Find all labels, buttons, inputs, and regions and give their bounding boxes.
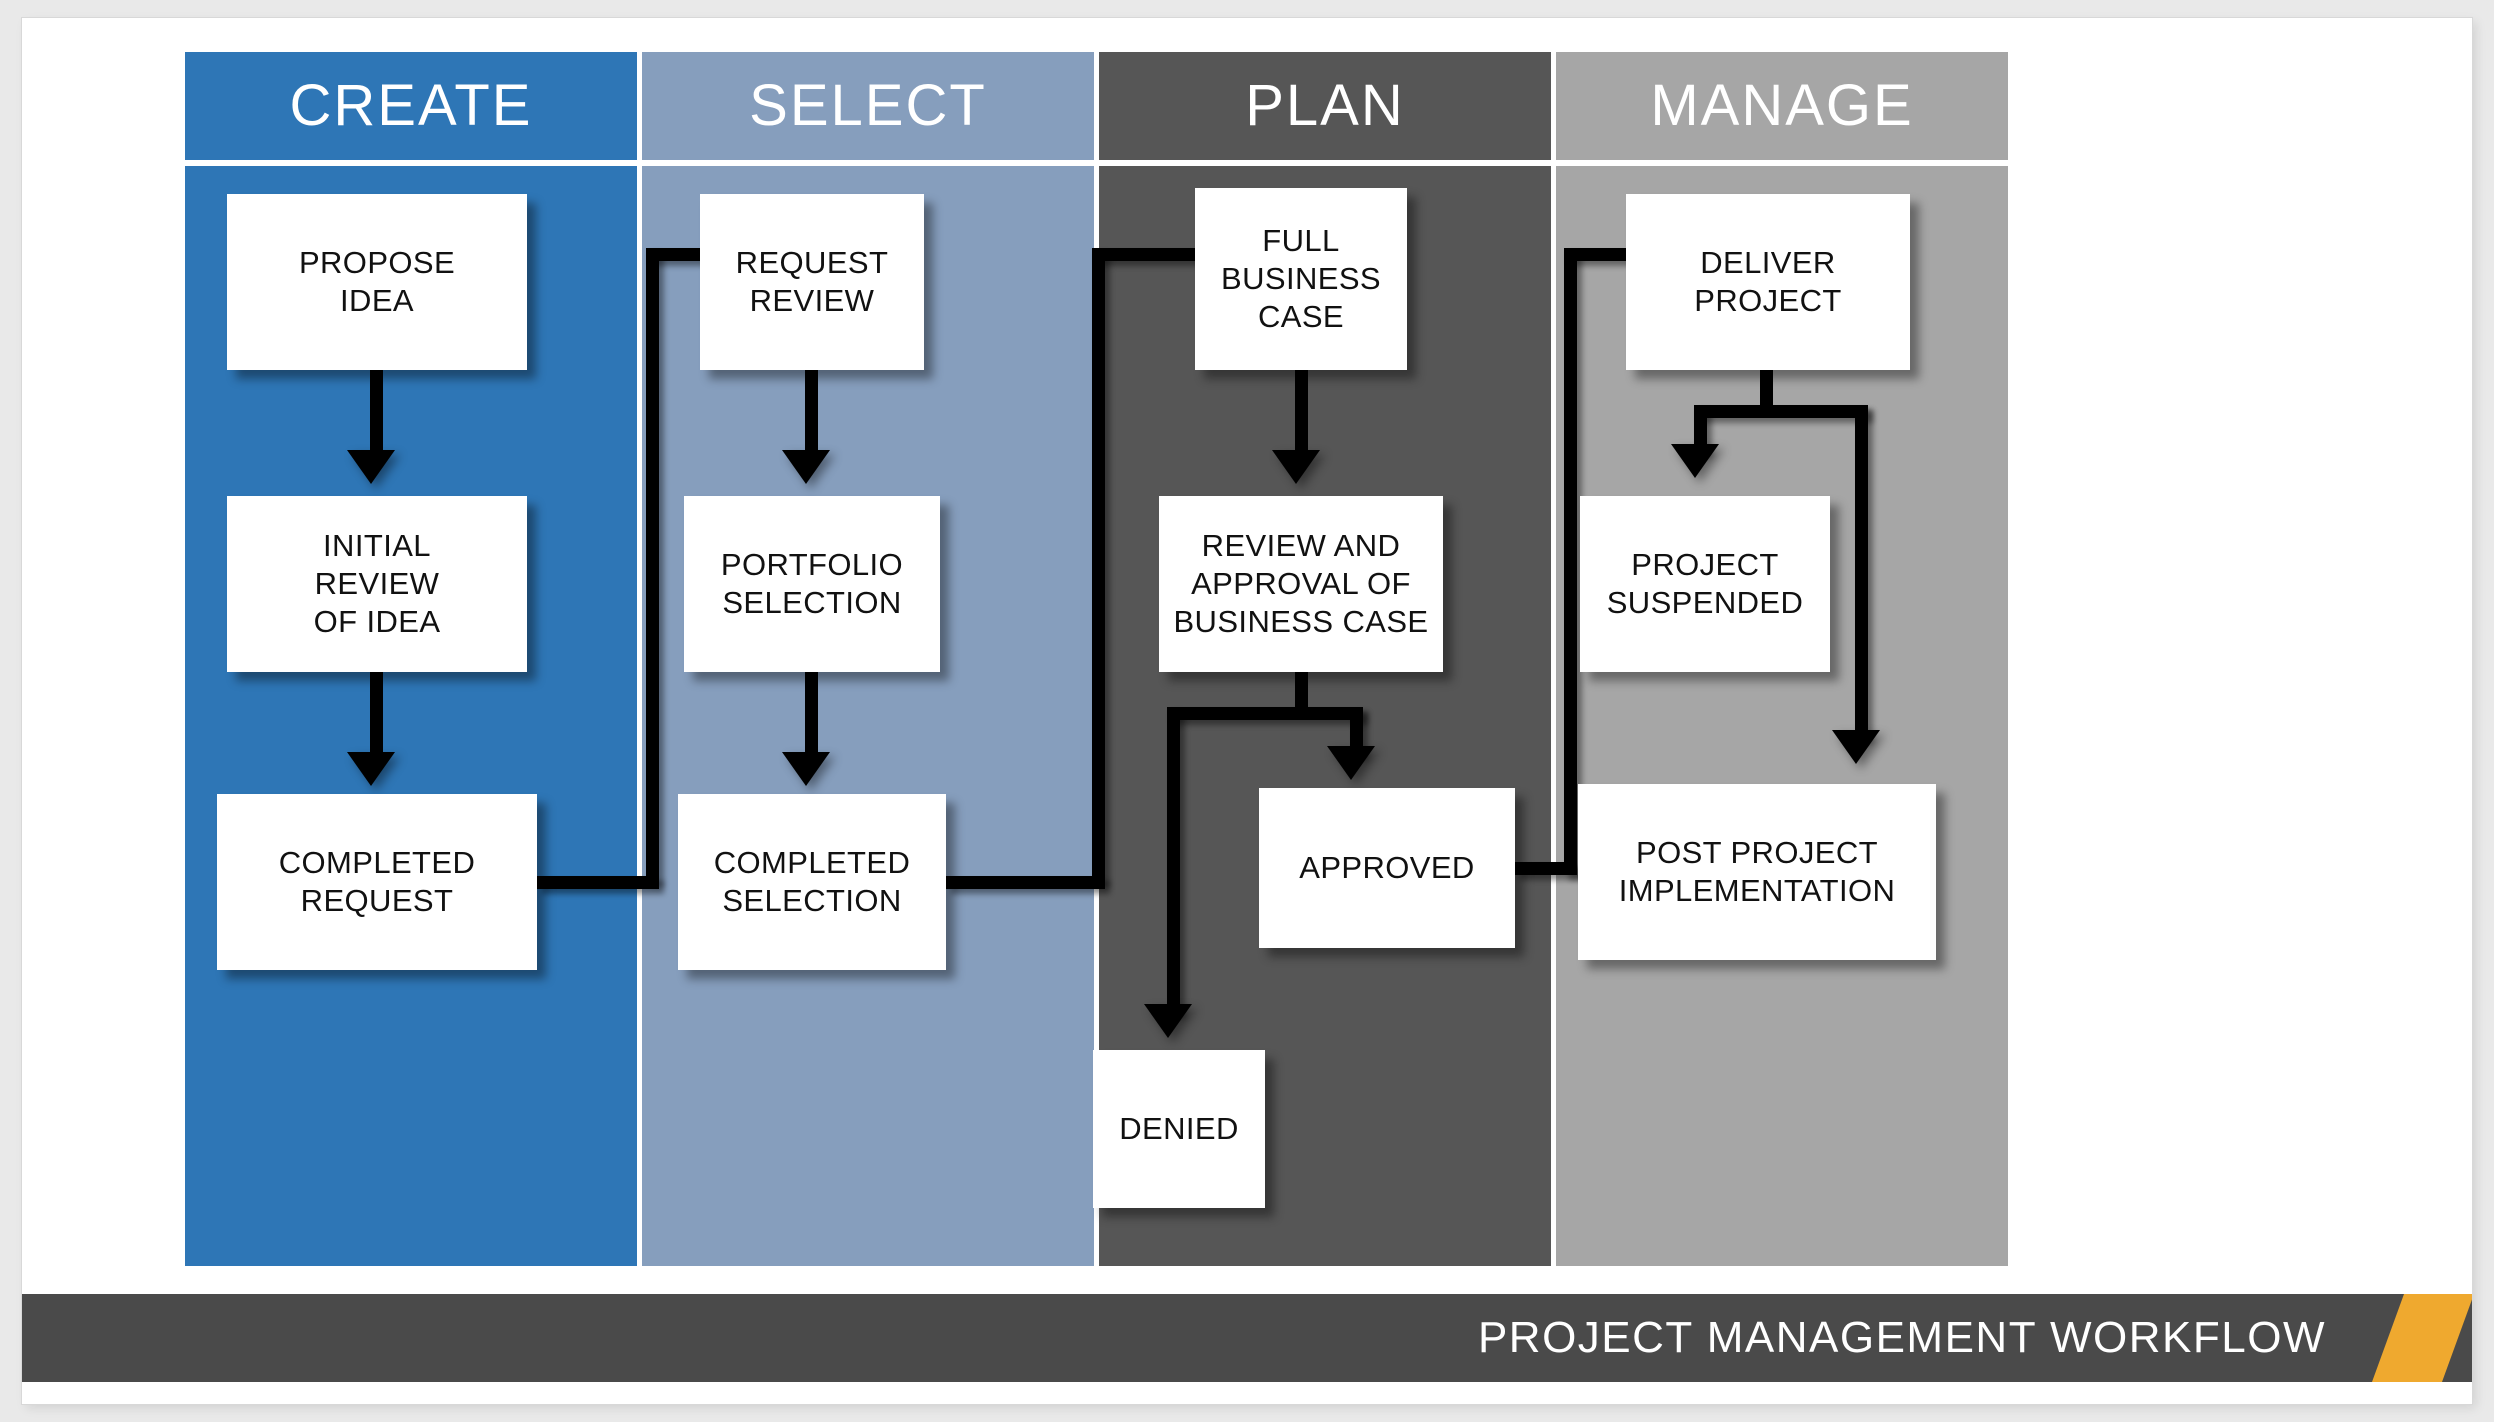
arrowhead-down-icon (1832, 730, 1880, 764)
lane-header-create: CREATE (185, 52, 637, 160)
connector-initial-to-completed (370, 672, 383, 762)
arrowhead-down-icon (347, 450, 395, 484)
arrowhead-down-icon (1144, 1004, 1192, 1038)
connector-propose-to-initial (370, 370, 383, 460)
connector-review-split-bar (1167, 707, 1363, 720)
connector-request-to-portfolio (805, 370, 818, 460)
connector-select-to-plan-h1 (946, 876, 1105, 889)
connector-portfolio-to-completed (805, 672, 818, 762)
arrowhead-down-icon (782, 752, 830, 786)
arrowhead-down-icon (1272, 450, 1320, 484)
arrowhead-down-icon (1327, 746, 1375, 780)
arrowhead-down-icon (347, 752, 395, 786)
lane-header-plan: PLAN (1099, 52, 1551, 160)
orange-slash-accent-icon (2371, 1294, 2472, 1382)
connector-deliver-to-suspended-v (1694, 405, 1707, 453)
connector-create-to-select-h1 (537, 876, 659, 889)
lane-header-select: SELECT (642, 52, 1094, 160)
lane-header-manage: MANAGE (1556, 52, 2008, 160)
connector-review-to-approved-v (1350, 707, 1363, 755)
footer-bar: PROJECT MANAGEMENT WORKFLOW (22, 1294, 2472, 1382)
arrowhead-down-icon (782, 450, 830, 484)
footer-title: PROJECT MANAGEMENT WORKFLOW (1477, 1313, 2326, 1362)
node-approved[interactable]: APPROVED (1259, 788, 1515, 948)
connector-deliver-split-bar (1694, 405, 1868, 418)
node-label: DENIED (1119, 1111, 1239, 1147)
connector-plan-to-manage-v (1564, 248, 1577, 875)
connector-deliver-split-stem (1760, 370, 1773, 412)
connector-deliver-to-post-v (1855, 405, 1868, 739)
node-denied[interactable]: DENIED (1093, 1050, 1265, 1208)
connector-fullcase-to-review (1295, 370, 1308, 460)
node-label: APPROVED (1299, 850, 1475, 886)
connector-select-to-plan-v (1092, 248, 1105, 882)
connector-plan-to-manage-h1 (1515, 862, 1577, 875)
connector-create-to-select-v (646, 248, 659, 882)
arrowhead-down-icon (1671, 444, 1719, 478)
connector-review-to-denied-v (1167, 707, 1180, 1013)
connector-review-split-stem (1295, 672, 1308, 714)
